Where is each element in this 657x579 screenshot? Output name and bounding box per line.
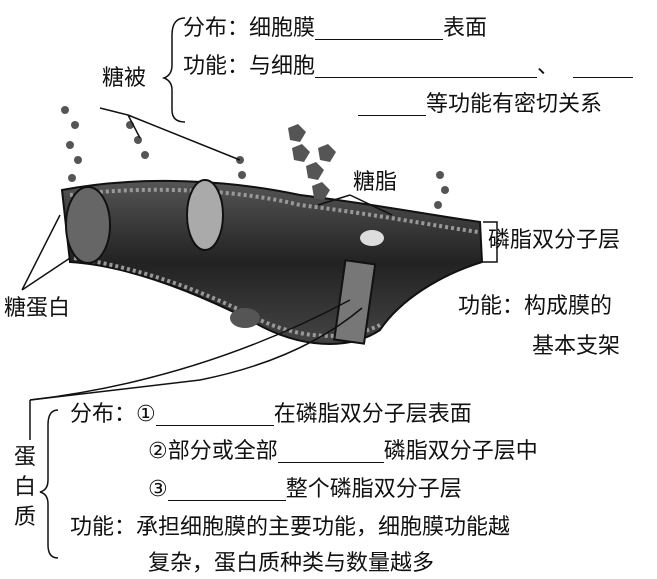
glycocalyx-brace xyxy=(161,17,186,123)
glycolipid-label: 糖脂 xyxy=(353,170,398,195)
glycocalyx-function-cont: 等功能有密切关系 xyxy=(358,94,602,116)
protein-function-line1: 功能：承担细胞膜的主要功能，细胞膜功能越 xyxy=(70,515,511,540)
glycocalyx-function: 功能：与细胞 、 xyxy=(183,54,634,79)
answer-blank xyxy=(573,57,634,78)
glycocalyx-distribution: 分布：细胞膜 表面 xyxy=(183,18,487,40)
item-number: ③ xyxy=(148,477,168,502)
function-text: 功能：与细胞 xyxy=(183,54,316,79)
item-text: ②部分或全部 xyxy=(148,439,278,464)
item-text: 磷脂双分子层中 xyxy=(383,439,538,464)
bilayer-band xyxy=(60,179,484,345)
distribution-suffix: 表面 xyxy=(443,16,488,41)
glycocalyx-label: 糖被 xyxy=(102,66,147,91)
answer-blank xyxy=(277,442,384,463)
item-text: 整个磷脂双分子层 xyxy=(285,477,462,502)
distribution-text: 分布：细胞膜 xyxy=(183,16,316,41)
answer-blank xyxy=(155,405,274,426)
answer-blank xyxy=(358,95,426,116)
sugar-chains xyxy=(61,106,449,209)
protein-transmembrane xyxy=(333,259,377,345)
item-number: ① xyxy=(136,402,156,427)
glycoprotein-label: 糖蛋白 xyxy=(4,296,71,321)
protein-label: 蛋白质 xyxy=(14,445,37,530)
protein-function-line2: 复杂，蛋白质种类与数量越多 xyxy=(148,551,435,576)
phospholipid-bilayer-label: 磷脂双分子层 xyxy=(488,228,621,253)
protein-distribution-3: ③ 整个磷脂双分子层 xyxy=(148,479,462,501)
protein-distribution-1: 分布：① 在磷脂双分子层表面 xyxy=(70,404,472,426)
separator: 、 xyxy=(537,54,560,79)
answer-blank xyxy=(315,57,538,78)
bilayer-function-line1: 功能：构成膜的 xyxy=(458,294,613,319)
answer-blank xyxy=(315,19,444,40)
protein-brace xyxy=(39,409,59,559)
distribution-text: 分布： xyxy=(70,402,137,427)
item-text: 在磷脂双分子层表面 xyxy=(273,402,472,427)
function-suffix: 等功能有密切关系 xyxy=(426,92,603,117)
answer-blank xyxy=(167,480,286,501)
protein-cylinder-1 xyxy=(65,186,111,264)
bilayer-function-line2: 基本支架 xyxy=(532,334,621,359)
protein-distribution-2: ②部分或全部 磷脂双分子层中 xyxy=(148,441,538,463)
protein-cylinder-2 xyxy=(186,179,224,251)
